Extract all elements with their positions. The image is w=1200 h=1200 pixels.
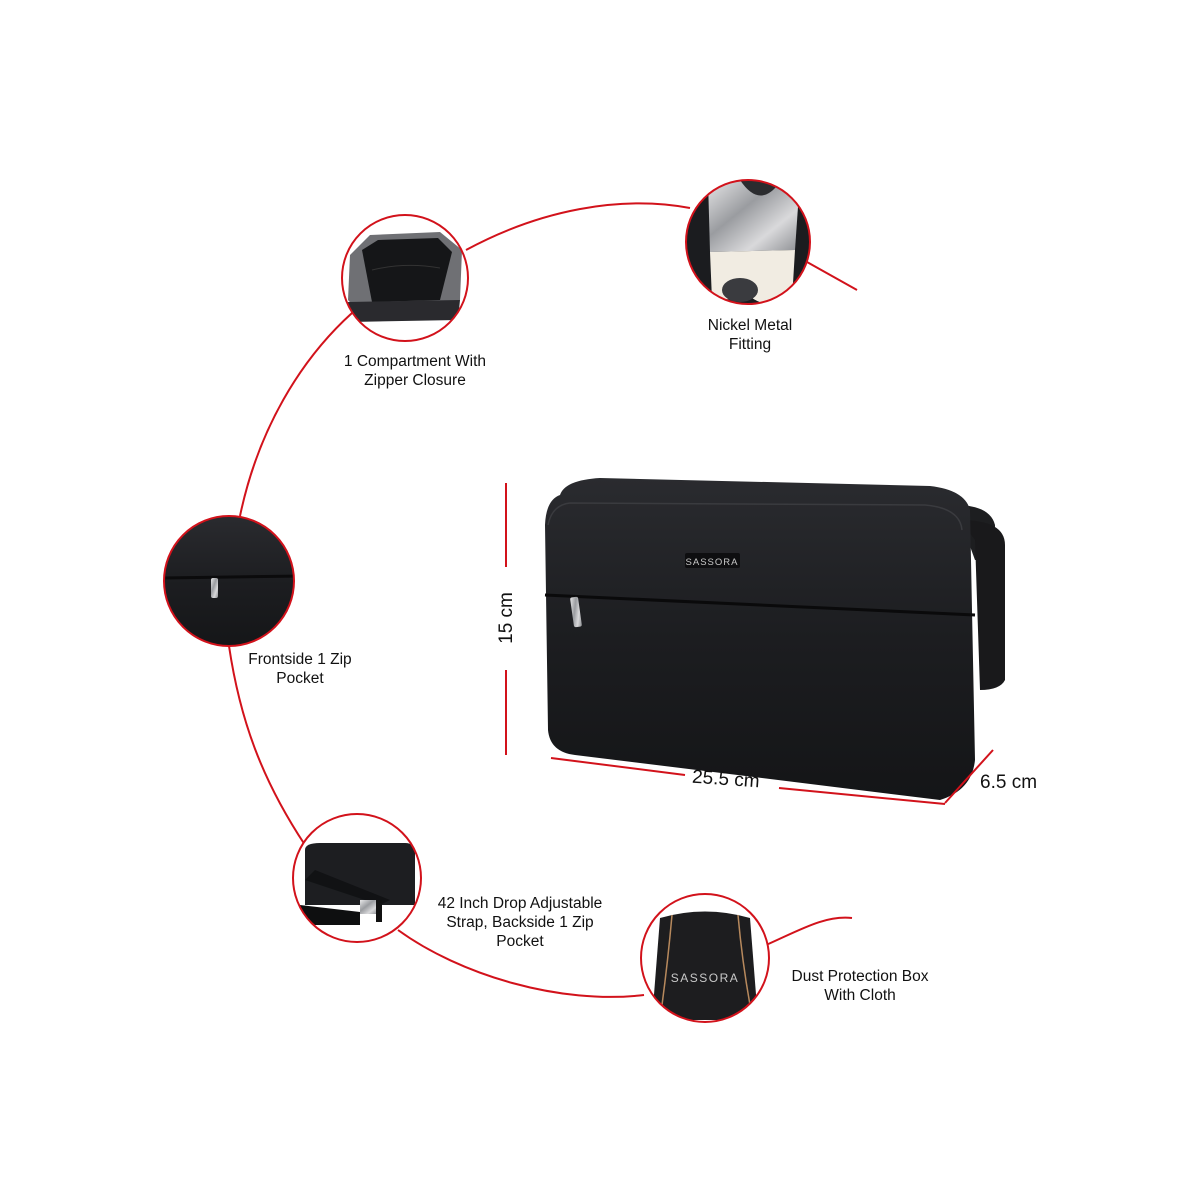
- circle-frame: [640, 893, 770, 1023]
- dimension-depth: 6.5 cm: [980, 772, 1038, 793]
- circle-frame: [292, 813, 422, 943]
- circle-frame: [163, 515, 295, 647]
- label-compartment: 1 Compartment With Zipper Closure: [343, 353, 487, 389]
- circle-frame: [341, 214, 469, 342]
- connector-arc: [228, 202, 858, 998]
- circle-frame: [685, 179, 811, 305]
- dimension-height: 15 cm: [496, 592, 517, 644]
- feature-nickel-image: [685, 179, 811, 305]
- dimension-width: 25.5 cm: [691, 766, 761, 793]
- feature-dust-bag-image: SASSORA: [640, 893, 770, 1023]
- feature-front-pocket-image: [163, 515, 295, 647]
- label-nickel: Nickel Metal Fitting: [707, 317, 793, 353]
- label-strap: 42 Inch Drop Adjustable Strap, Backside …: [437, 895, 603, 950]
- feature-strap-image: [292, 813, 422, 943]
- dimension-lines: [505, 483, 994, 805]
- label-dust-bag: Dust Protection Box With Cloth: [791, 968, 929, 1004]
- label-front-pocket: Frontside 1 Zip Pocket: [248, 651, 352, 687]
- main-bag-image: SASSORA: [544, 478, 1005, 800]
- feature-compartment-image: [341, 214, 469, 342]
- dust-bag-brand-text: SASSORA: [671, 971, 740, 985]
- main-bag-brand-text: SASSORA: [686, 557, 739, 568]
